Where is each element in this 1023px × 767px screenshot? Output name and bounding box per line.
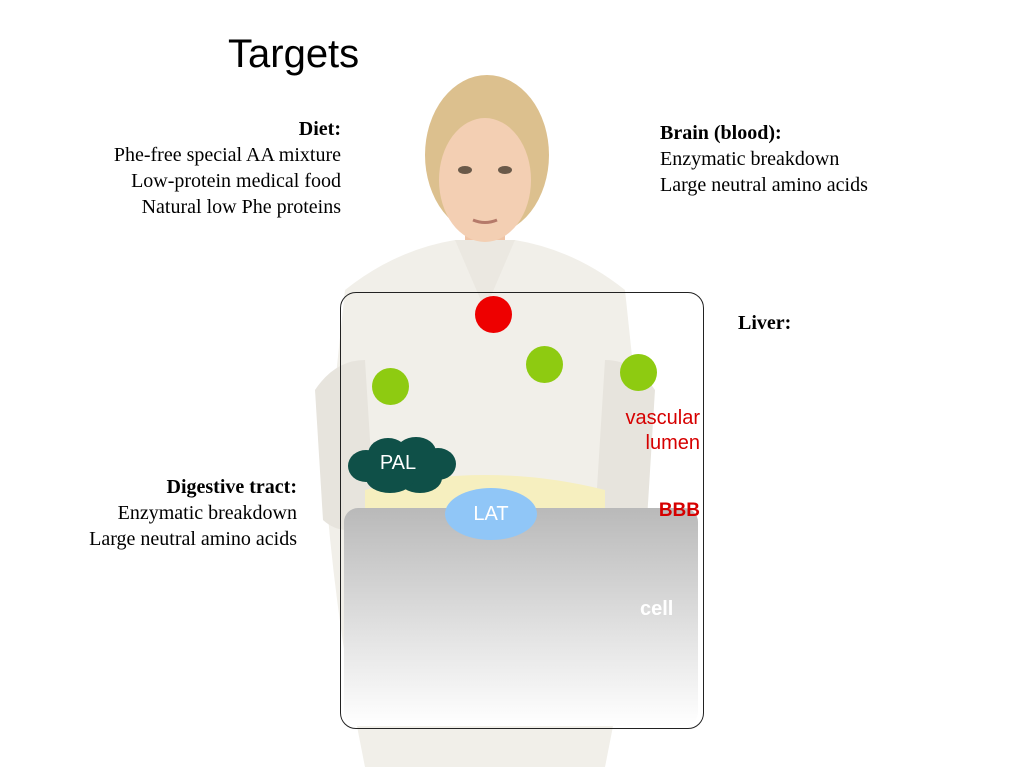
diet-line: Low-protein medical food (131, 170, 341, 192)
brain-line: Large neutral amino acids (660, 174, 868, 196)
pal-label: PAL (379, 452, 417, 474)
digestive-block: Digestive tract: Enzymatic breakdown Lar… (89, 474, 297, 552)
brain-line: Enzymatic breakdown (660, 148, 840, 170)
diet-line: Phe-free special AA mixture (113, 144, 341, 166)
pal-cloud-icon (348, 437, 456, 493)
bbb-label: BBB (658, 500, 700, 521)
diet-heading: Diet: (298, 118, 341, 140)
digestive-line: Large neutral amino acids (89, 528, 297, 550)
green-molecule (372, 368, 409, 405)
cell-label: cell (640, 598, 674, 620)
brain-block: Brain (blood): Enzymatic breakdown Large… (660, 120, 868, 198)
red-molecule (475, 296, 512, 333)
diagram-frame (340, 292, 704, 729)
green-molecule (526, 346, 563, 383)
digestive-line: Enzymatic breakdown (117, 502, 297, 524)
lat-label: LAT (445, 488, 537, 540)
vascular-text: vascular (625, 407, 700, 429)
vascular-lumen-label: vascular lumen (626, 406, 700, 456)
brain-heading: Brain (blood): (660, 122, 782, 144)
cell-region (344, 508, 698, 726)
green-molecule (620, 354, 657, 391)
lumen-text: lumen (645, 432, 700, 454)
liver-block: Liver: (738, 310, 791, 336)
liver-heading: Liver: (738, 312, 792, 334)
diet-block: Diet: Phe-free special AA mixture Low-pr… (114, 116, 341, 220)
digestive-heading: Digestive tract: (166, 476, 298, 498)
diet-line: Natural low Phe proteins (141, 196, 341, 218)
slide-title: Targets (228, 32, 360, 76)
